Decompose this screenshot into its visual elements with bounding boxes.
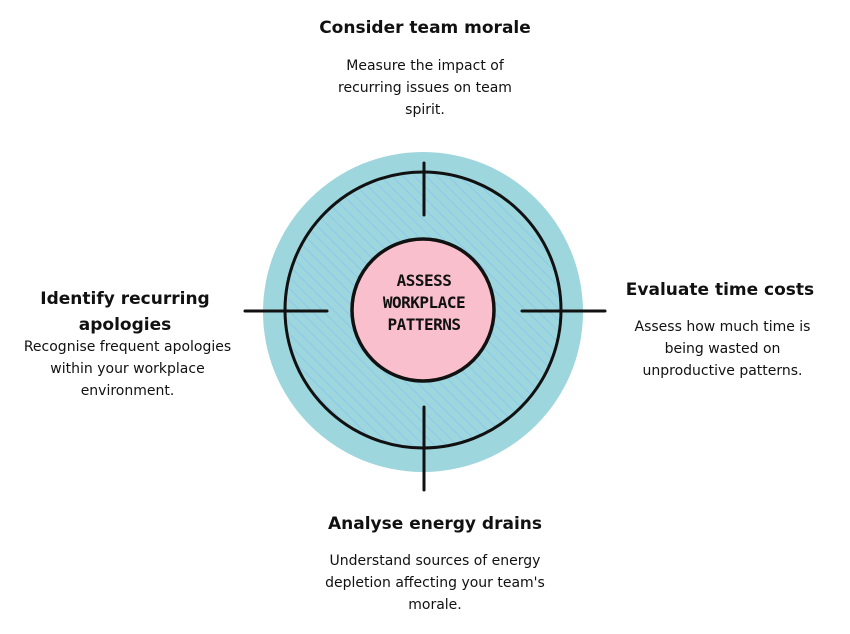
center-label-line3: PATTERNS [387,315,461,334]
center-circle [350,237,496,383]
center-label-line2: WORKPLACE [382,293,466,312]
center-label-line1: ASSESS [396,271,452,290]
top-title: Consider team morale [319,18,531,38]
top-description: Measure the impact of recurring issues o… [338,58,512,118]
left-title: Identify recurring apologies [40,289,210,335]
center-label: ASSESS WORKPLACE PATTERNS [353,270,495,336]
bottom-title: Analyse energy drains [328,514,542,534]
right-description: Assess how much time is being wasted on … [634,319,811,379]
right-title: Evaluate time costs [625,280,815,300]
left-description: Recognise frequent apologies within your… [23,339,232,399]
bottom-description: Understand sources of energy depletion a… [325,553,545,613]
